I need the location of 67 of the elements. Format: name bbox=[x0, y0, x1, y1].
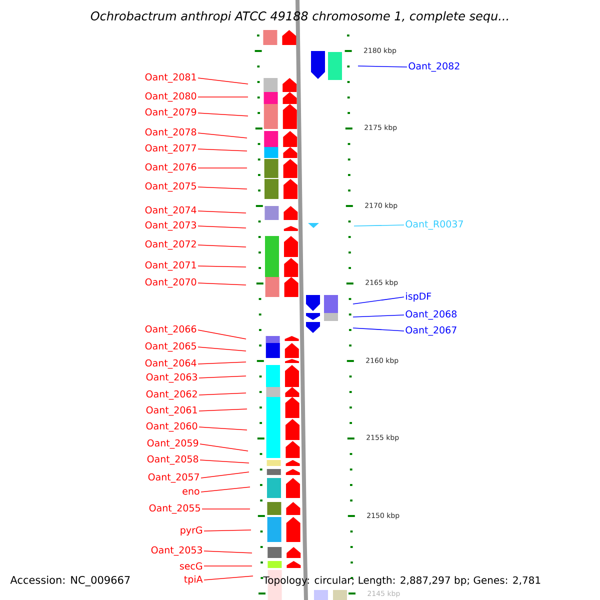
leader-line bbox=[354, 224, 404, 226]
gene-label: Oant_2053 bbox=[151, 546, 202, 556]
gene-label: ispDF bbox=[406, 292, 432, 302]
gene-label: Oant_2075 bbox=[145, 182, 196, 192]
leader-line bbox=[200, 472, 250, 478]
gene-label: Oant_2076 bbox=[145, 163, 196, 173]
gene-label: Oant_2070 bbox=[145, 278, 196, 288]
gene-label: Oant_2062 bbox=[146, 390, 197, 400]
gene-label: Oant_2072 bbox=[145, 240, 196, 250]
gene-label: Oant_2057 bbox=[148, 473, 199, 483]
gene-label: Oant_2059 bbox=[147, 439, 198, 449]
leader-line bbox=[198, 330, 246, 340]
leader-line bbox=[358, 66, 408, 68]
leader-line bbox=[204, 576, 254, 580]
leader-line bbox=[204, 530, 252, 532]
gene-label: Oant_2077 bbox=[145, 144, 196, 154]
leader-line bbox=[198, 96, 248, 98]
leader-line bbox=[352, 296, 404, 304]
gene-label: Oant_2060 bbox=[146, 422, 198, 432]
gene-label: Oant_2067 bbox=[406, 326, 456, 336]
gene-label: Oant_2061 bbox=[146, 406, 197, 416]
leader-line bbox=[200, 486, 250, 492]
leader-line bbox=[198, 376, 246, 378]
leader-line bbox=[198, 226, 246, 228]
gene-label: tpiA bbox=[184, 575, 203, 585]
gene-label: Oant_2073 bbox=[145, 221, 196, 231]
leader-line bbox=[198, 132, 248, 138]
gene-label: Oant_2058 bbox=[147, 455, 198, 465]
gene-label: Oant_2055 bbox=[149, 504, 200, 514]
gene-label: Oant_2066 bbox=[145, 325, 196, 335]
gene-label: Oant_2064 bbox=[145, 359, 196, 369]
leader-line bbox=[198, 112, 248, 116]
gene-label: Oant_2074 bbox=[145, 206, 196, 216]
leader-line bbox=[198, 408, 248, 412]
gene-label: secG bbox=[180, 562, 202, 570]
accession-text: Accession: NC_009667 bbox=[10, 576, 130, 586]
leader-line bbox=[198, 282, 246, 286]
leader-line bbox=[352, 328, 404, 332]
gene-label: Oant_2081 bbox=[145, 73, 196, 83]
leader-line bbox=[198, 362, 246, 364]
gene-label: Oant_2080 bbox=[145, 92, 196, 102]
gene-label: Oant_2065 bbox=[145, 342, 196, 352]
gene-label: Oant_2068 bbox=[406, 310, 457, 320]
leader-line bbox=[352, 314, 404, 318]
leader-line bbox=[198, 266, 246, 268]
leader-line bbox=[198, 210, 246, 214]
leader-line bbox=[200, 444, 248, 452]
gene-label: pyrG bbox=[180, 526, 202, 536]
leader-line bbox=[198, 148, 248, 152]
leader-line bbox=[198, 392, 246, 396]
gene-label: Oant_2071 bbox=[145, 261, 196, 271]
gene-label: Oant_R0037 bbox=[406, 220, 463, 230]
topology-text: Topology: circular; Length: 2,887,297 bp; Genes: 2,781 bbox=[263, 576, 540, 586]
gene-label: Oant_2082 bbox=[408, 62, 460, 72]
leader-line bbox=[202, 508, 250, 510]
title: Ochrobactrum anthropi ATCC 49188 chromosome 1, complete sequ... bbox=[90, 11, 508, 23]
leader-line bbox=[198, 78, 248, 84]
gene-label: Oant_2078 bbox=[145, 128, 196, 138]
leader-line bbox=[198, 426, 248, 430]
gene-label: Oant_2063 bbox=[146, 373, 198, 383]
leader-line bbox=[198, 244, 246, 248]
leader-line bbox=[204, 550, 252, 554]
gene-label: Oant_2079 bbox=[145, 108, 196, 118]
leader-line bbox=[200, 460, 250, 464]
leader-line bbox=[198, 186, 248, 190]
gene-label: eno bbox=[182, 489, 200, 495]
leader-line bbox=[198, 346, 246, 352]
